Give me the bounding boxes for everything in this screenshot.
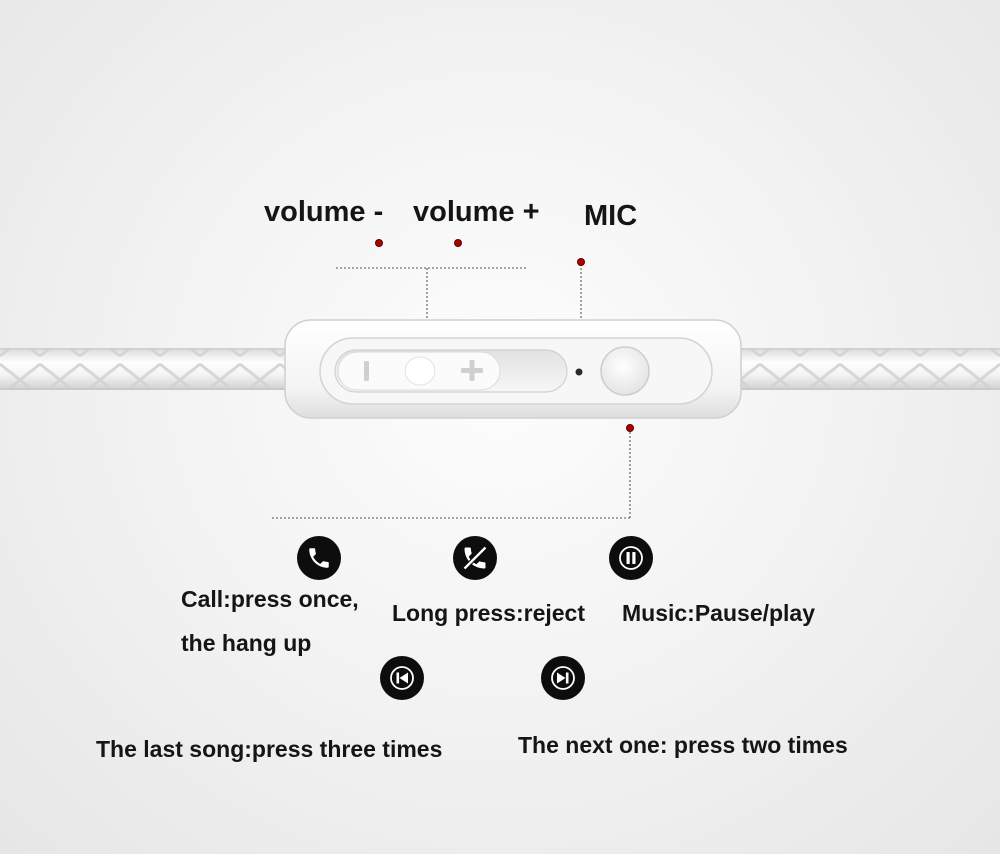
- marker-volume-minus: [375, 239, 383, 247]
- callout-markers: [375, 239, 634, 432]
- label-volume-minus: volume -: [264, 196, 384, 228]
- cable-left: [0, 348, 295, 390]
- reject-text: Long press:reject: [392, 600, 585, 626]
- multifunction-button[interactable]: [600, 346, 650, 396]
- music-text: Music:Pause/play: [622, 600, 816, 626]
- call-text-line2: the hang up: [181, 630, 312, 656]
- label-volume-plus: volume +: [413, 196, 540, 228]
- marker-mic: [577, 258, 585, 266]
- call-text-line1: Call:press once,: [181, 586, 359, 612]
- next-track-icon: [541, 656, 585, 700]
- marker-volume-plus: [454, 239, 462, 247]
- volume-minus-mark: [364, 361, 369, 381]
- volume-plus-mark: [461, 360, 483, 381]
- previous-track-icon: [380, 656, 424, 700]
- last-song-text: The last song:press three times: [96, 736, 443, 762]
- cable-right: [735, 348, 1000, 390]
- volume-rocker[interactable]: [334, 349, 568, 393]
- phone-reject-icon: [453, 536, 497, 580]
- leader-lines: [272, 264, 631, 519]
- pause-icon: [609, 536, 653, 580]
- mic-hole: [575, 368, 583, 376]
- next-song-text: The next one: press two times: [518, 732, 848, 758]
- marker-button: [626, 424, 634, 432]
- label-mic: MIC: [584, 200, 638, 232]
- phone-icon: [297, 536, 341, 580]
